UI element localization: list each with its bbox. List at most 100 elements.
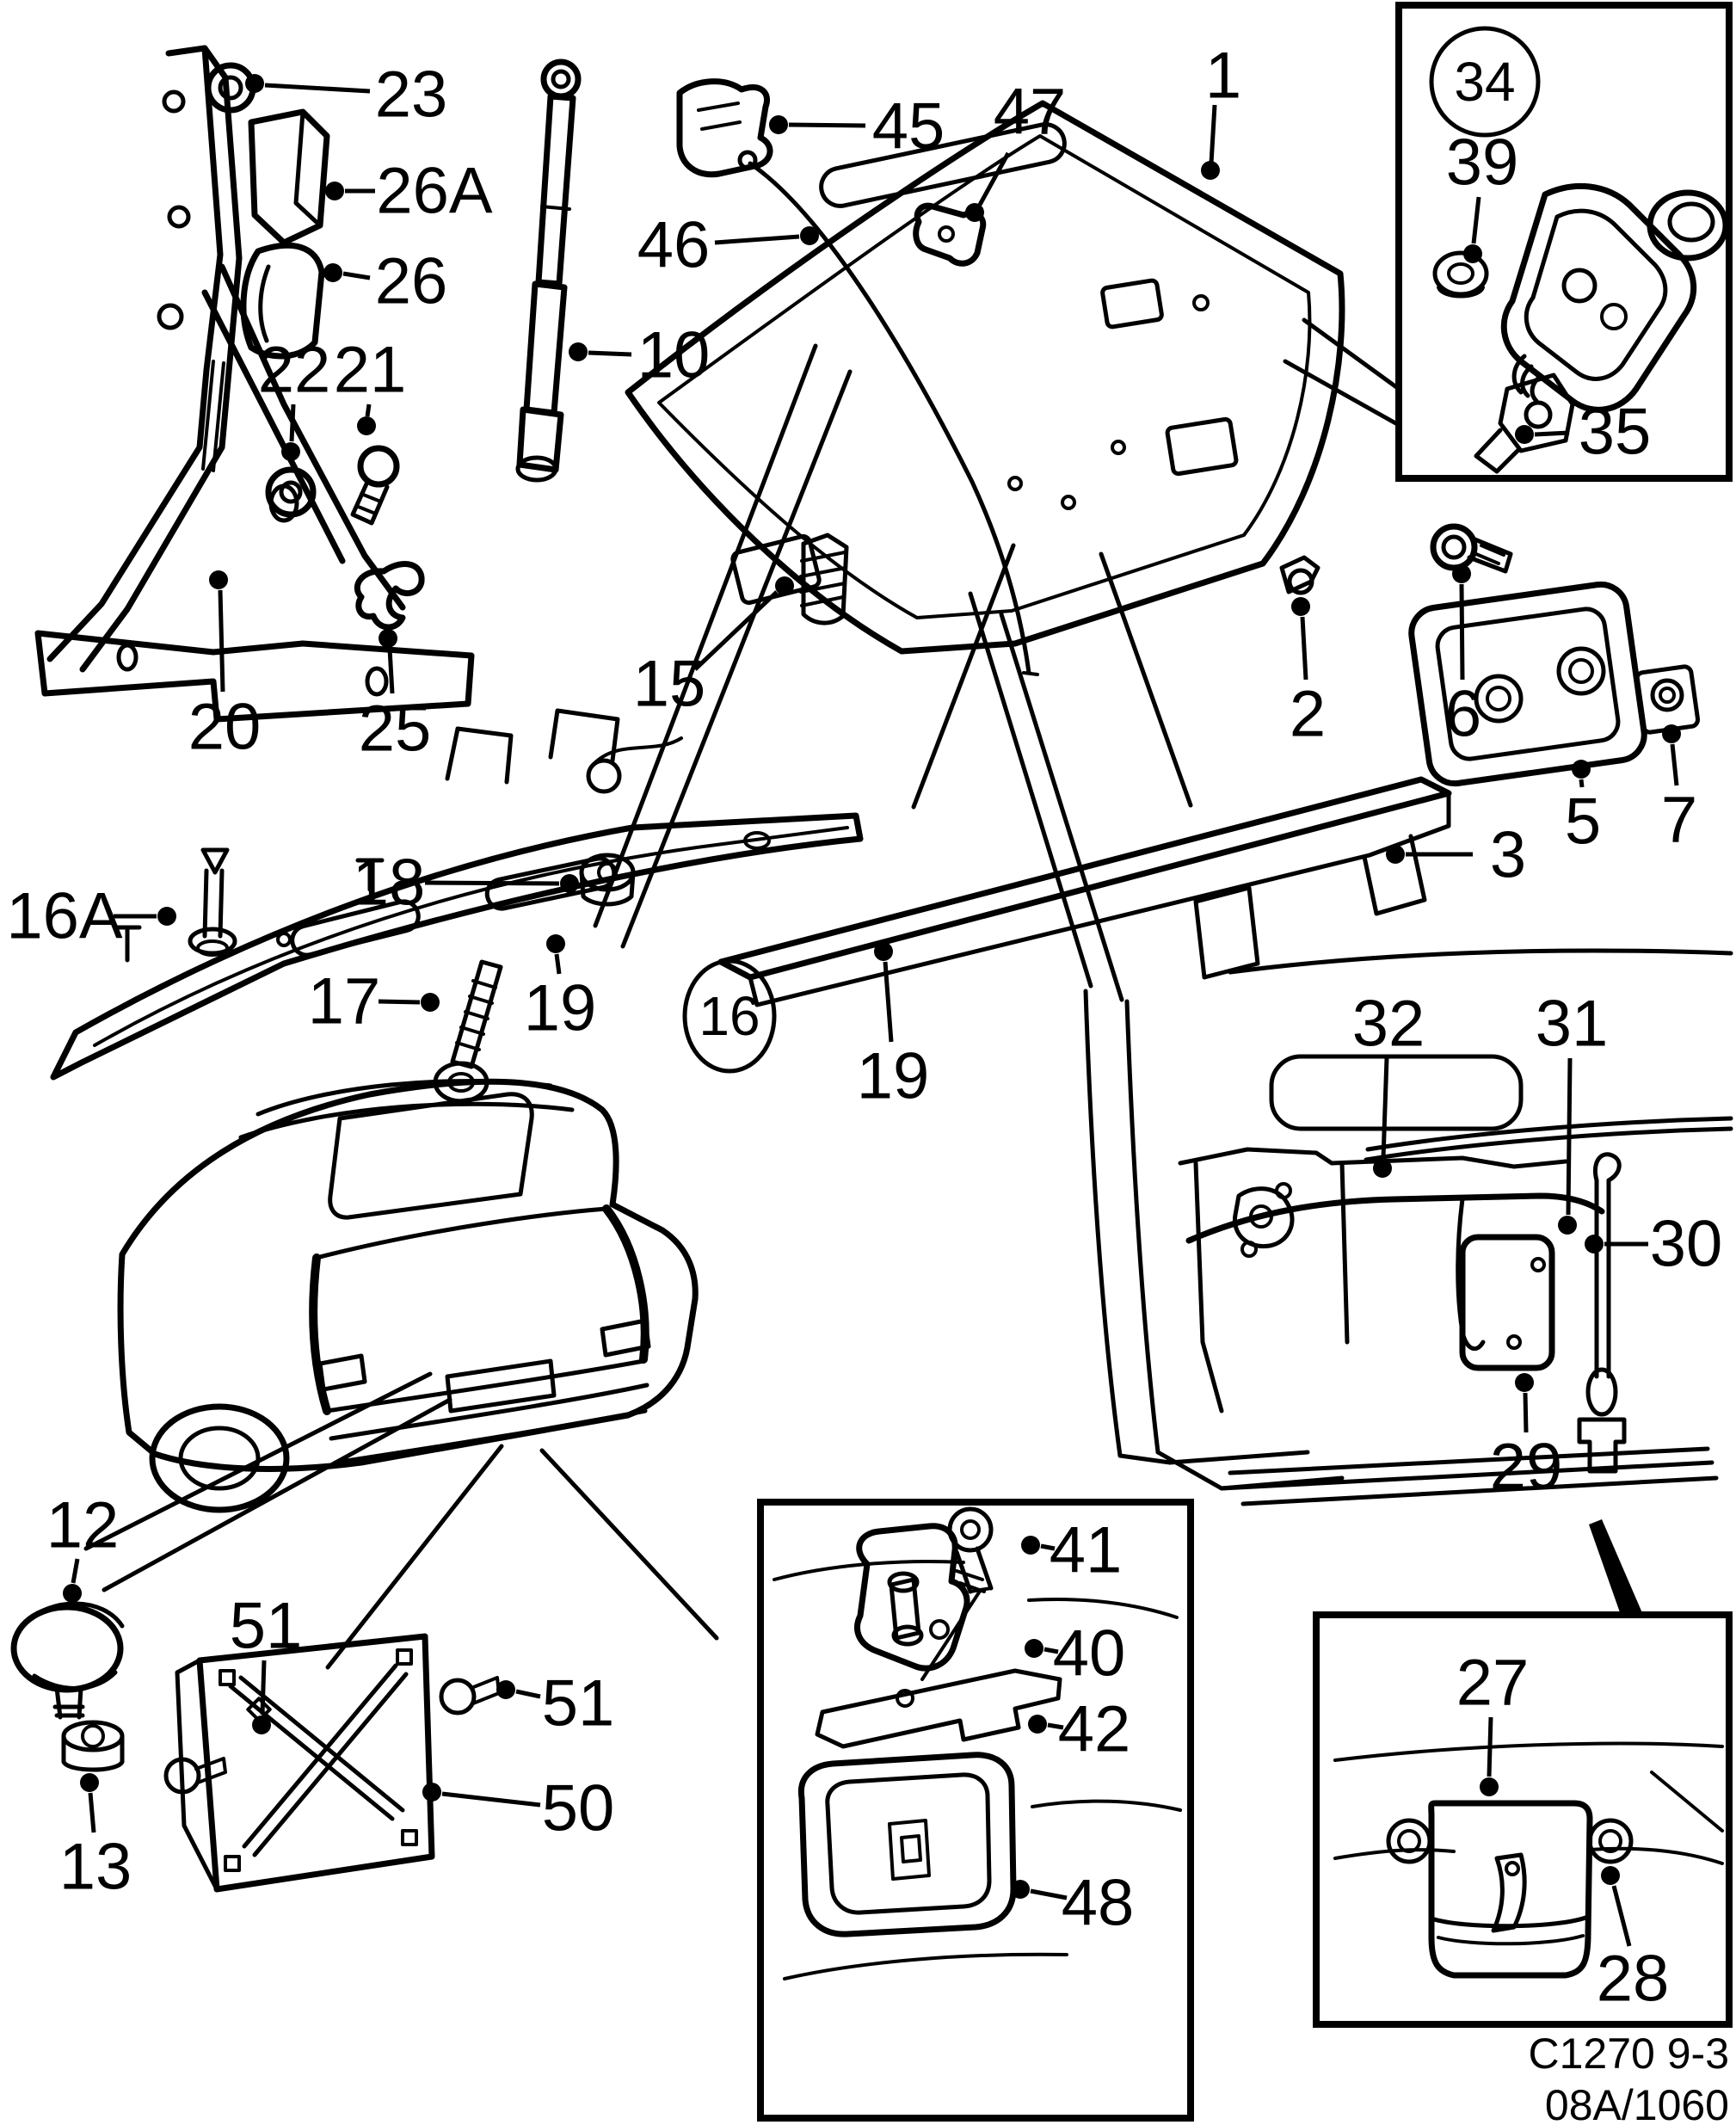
drawing-code: C1270 9-3 bbox=[1529, 2030, 1730, 2078]
leader-dot-51a bbox=[252, 1715, 271, 1734]
callout-6: 6 bbox=[1445, 564, 1481, 751]
part-number-51a: 51 bbox=[230, 1590, 303, 1663]
leader-dot-19a bbox=[546, 934, 565, 953]
leader-line-21 bbox=[365, 403, 372, 417]
relay-box-contents bbox=[1333, 1741, 1724, 1979]
callout-34: 34 bbox=[1429, 26, 1541, 138]
leader-dot-28 bbox=[1601, 1866, 1620, 1885]
washer-22-drawing bbox=[265, 466, 317, 518]
leader-dot-42 bbox=[1028, 1715, 1047, 1734]
callout-35: 35 bbox=[1515, 396, 1651, 469]
inset-box-latch bbox=[757, 1499, 1194, 2122]
leader-line-40 bbox=[1043, 1647, 1059, 1654]
part-number-19a: 19 bbox=[524, 972, 597, 1045]
clip-47-drawing bbox=[913, 202, 987, 267]
nut-13-drawing bbox=[61, 1720, 125, 1772]
part-number-6: 6 bbox=[1445, 678, 1481, 751]
callout-23: 23 bbox=[245, 59, 447, 132]
leader-dot-23 bbox=[245, 74, 264, 93]
nut-18-drawing bbox=[579, 853, 636, 907]
part-number-47: 47 bbox=[994, 76, 1067, 149]
leader-dot-25 bbox=[379, 629, 397, 648]
callout-29: 29 bbox=[1490, 1373, 1562, 1504]
leader-dot-35 bbox=[1515, 425, 1534, 444]
callout-12: 12 bbox=[46, 1489, 119, 1603]
callout-42: 42 bbox=[1028, 1693, 1130, 1766]
leader-line-48 bbox=[1030, 1888, 1068, 1900]
leader-line-46 bbox=[714, 234, 800, 245]
leader-line-20 bbox=[218, 589, 225, 693]
leader-dot-39 bbox=[1463, 244, 1482, 263]
part-number-13: 13 bbox=[59, 1831, 132, 1904]
leader-line-50 bbox=[441, 1791, 541, 1808]
catch-45-drawing bbox=[676, 78, 773, 178]
leader-line-18 bbox=[424, 880, 560, 886]
lock-cylinder-35-drawing bbox=[1474, 182, 1729, 474]
leader-line-19a bbox=[554, 953, 562, 975]
callout-15: 15 bbox=[633, 576, 794, 721]
lock-cylinder-box-contents bbox=[1432, 182, 1729, 474]
part-number-10: 10 bbox=[637, 319, 711, 392]
part-number-34: 34 bbox=[1454, 51, 1515, 113]
part-number-27: 27 bbox=[1456, 1647, 1530, 1720]
part-number-31: 31 bbox=[1536, 988, 1609, 1061]
part-number-3: 3 bbox=[1490, 819, 1526, 892]
callout-46: 46 bbox=[637, 209, 819, 282]
leader-line-42 bbox=[1047, 1722, 1064, 1730]
leader-line-19b bbox=[883, 961, 894, 1043]
leader-dot-20 bbox=[209, 570, 228, 589]
part-number-41: 41 bbox=[1050, 1514, 1123, 1587]
callout-48: 48 bbox=[1011, 1867, 1134, 1940]
part-number-7: 7 bbox=[1661, 784, 1697, 857]
part-number-18: 18 bbox=[353, 847, 426, 920]
callout-45: 45 bbox=[769, 90, 945, 163]
callout-20: 20 bbox=[188, 570, 261, 764]
leader-line-25 bbox=[387, 648, 395, 694]
part-number-19b: 19 bbox=[857, 1040, 930, 1113]
part-number-32: 32 bbox=[1352, 988, 1425, 1061]
leader-line-29 bbox=[1523, 1392, 1529, 1433]
part-number-16: 16 bbox=[699, 985, 760, 1047]
gas-strut-drawing bbox=[515, 59, 582, 483]
callout-19a: 19 bbox=[524, 934, 597, 1045]
leader-dot-27 bbox=[1480, 1777, 1499, 1796]
callout-13: 13 bbox=[59, 1773, 132, 1904]
pointer-lines-lid bbox=[593, 317, 1401, 1002]
rivet-16a-drawing bbox=[188, 847, 237, 957]
part-number-17: 17 bbox=[308, 965, 381, 1038]
callout-circle-34 bbox=[1429, 26, 1541, 138]
part-number-23: 23 bbox=[375, 59, 448, 132]
leader-dot-5 bbox=[1572, 760, 1591, 779]
leader-line-1 bbox=[1209, 104, 1217, 164]
screw-51-left-drawing bbox=[163, 1757, 227, 1795]
sill-panel-3-drawing bbox=[717, 776, 1452, 1007]
callout-21: 21 bbox=[334, 334, 406, 435]
leader-dot-2 bbox=[1291, 597, 1310, 616]
callout-26A: 26A bbox=[325, 155, 493, 228]
car-drawing bbox=[117, 1078, 699, 1513]
screw-51-right-drawing bbox=[439, 1676, 501, 1715]
part-number-2: 2 bbox=[1290, 678, 1326, 751]
callout-17: 17 bbox=[308, 965, 440, 1038]
leader-line-10 bbox=[588, 350, 632, 357]
callout-7: 7 bbox=[1661, 724, 1697, 857]
callout-3: 3 bbox=[1386, 819, 1526, 892]
release-cable-drawing bbox=[737, 150, 1039, 676]
leader-dot-15 bbox=[775, 576, 794, 595]
part-number-48: 48 bbox=[1062, 1867, 1135, 1940]
part-number-25: 25 bbox=[359, 693, 432, 766]
part-number-15: 15 bbox=[633, 648, 706, 721]
striker-40-drawing bbox=[854, 1523, 970, 1672]
part-number-22: 22 bbox=[258, 334, 331, 407]
hinge-cover-26a-drawing bbox=[248, 108, 330, 246]
leader-line-17 bbox=[378, 999, 421, 1005]
inset-box-relay bbox=[1313, 1611, 1733, 2028]
leader-dot-6 bbox=[1452, 564, 1471, 583]
cover-48-drawing bbox=[797, 1752, 1017, 1937]
part-number-30: 30 bbox=[1650, 1208, 1723, 1281]
part-number-42: 42 bbox=[1058, 1693, 1131, 1766]
leader-line-23 bbox=[264, 83, 371, 94]
leader-dot-22 bbox=[281, 442, 300, 461]
